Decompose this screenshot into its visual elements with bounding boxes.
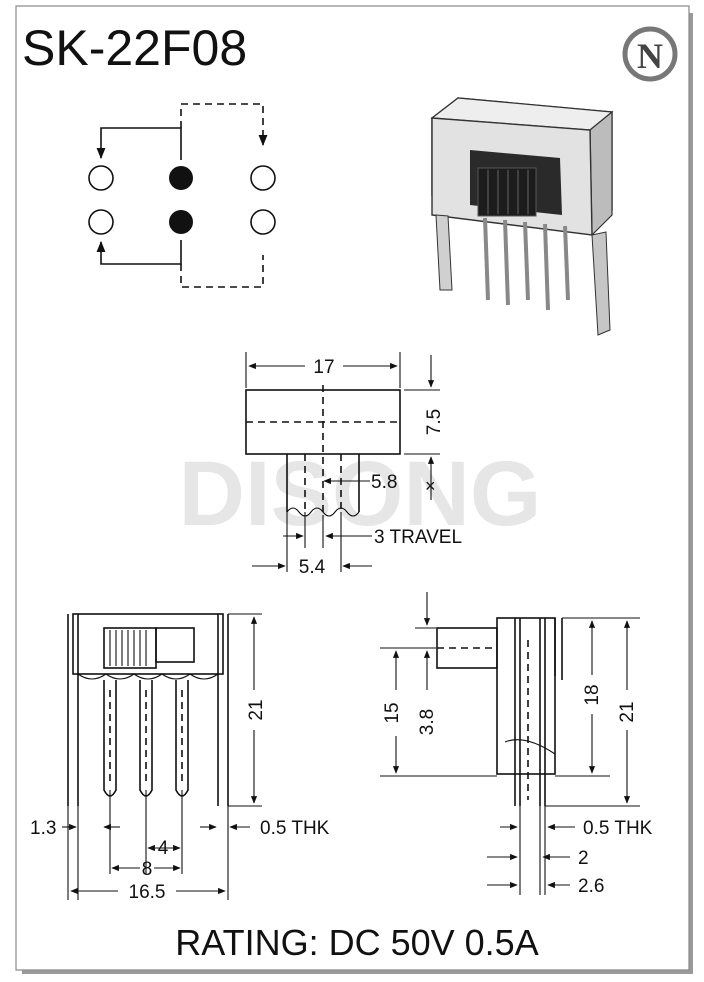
terminal-common-1 [169, 166, 193, 190]
dim-body: 18 [582, 684, 603, 705]
rating: RATING: DC 50V 0.5A [175, 922, 538, 963]
product-image [430, 97, 614, 336]
side-view: 21 1.3 0.5 THK 4 8 16.5 [30, 613, 330, 903]
connection-bottom-dashed [180, 255, 264, 288]
brand-logo: N [622, 26, 678, 82]
dim-thickness: 0.5 THK [260, 818, 330, 839]
dim-thickness: 0.5 THK [583, 818, 653, 839]
dim-actuator: 5.8 [371, 472, 397, 493]
front-view: 17 7.5 5.8 × 3 TRAVEL 5.4 [245, 352, 462, 578]
dim-base: 5.4 [299, 557, 326, 578]
circuit-diagram [88, 103, 276, 288]
axis-mark: × [425, 476, 436, 496]
logo-letter: N [637, 36, 663, 76]
dim-pitch: 4 [158, 838, 169, 859]
dim-span: 8 [142, 859, 153, 880]
page-title: SK-22F08 [22, 20, 247, 76]
dim-width: 17 [313, 357, 334, 378]
dim-travel: 3 TRAVEL [374, 527, 462, 548]
terminal-common-2 [169, 210, 193, 234]
end-view: 15 3.8 18 21 0.5 THK 2 2.6 [380, 592, 653, 897]
terminal-3 [88, 209, 114, 235]
dim-edge: 1.3 [30, 818, 56, 839]
connection-bottom [96, 240, 182, 265]
dim-height: 21 [246, 699, 267, 720]
watermark: DISONG [179, 443, 542, 545]
connection-top-dashed [180, 103, 268, 147]
terminal-2 [250, 165, 276, 191]
dim-total: 15 [382, 702, 403, 723]
terminal-1 [88, 165, 114, 191]
dim-height: 7.5 [424, 409, 445, 435]
dim-height: 21 [617, 701, 638, 722]
dim-pin-outer: 2.6 [578, 876, 604, 897]
dim-knob: 3.8 [417, 709, 438, 735]
dim-pin: 2 [578, 848, 589, 869]
dim-overall: 16.5 [129, 882, 166, 903]
terminal-4 [250, 209, 276, 235]
connection-top [96, 127, 182, 160]
